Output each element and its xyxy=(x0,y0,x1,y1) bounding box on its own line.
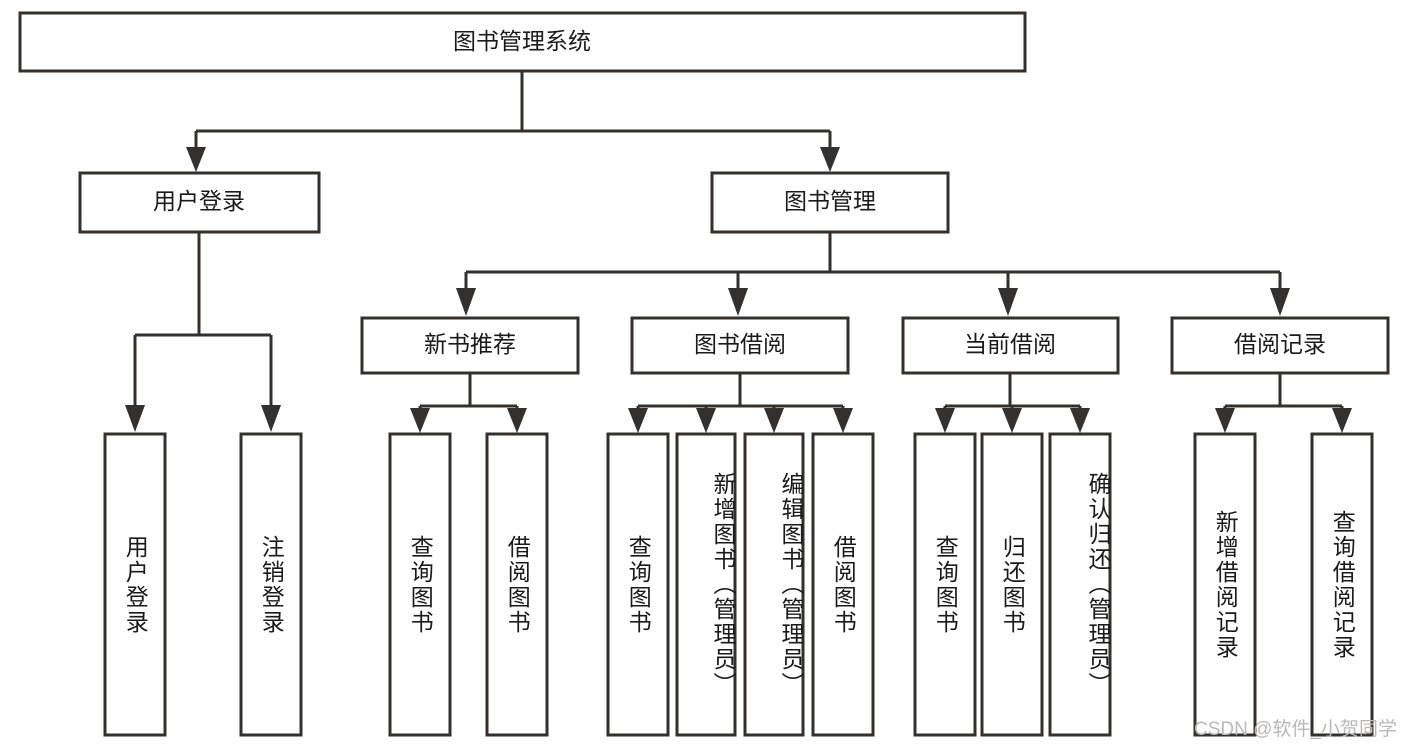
arrow-leaf-user-login-2 xyxy=(261,405,281,432)
arrow-leaf-book-borrow-1 xyxy=(628,408,648,433)
node-new-book-box[interactable] xyxy=(360,316,580,375)
arrow-to-book-borrow xyxy=(728,288,748,316)
leaf-box-user-login-1[interactable] xyxy=(103,432,167,737)
arrow-leaf-current-borrow-3 xyxy=(1070,408,1090,433)
leaf-box-current-borrow-1[interactable] xyxy=(913,432,977,737)
leaf-box-book-borrow-3[interactable] xyxy=(743,432,805,737)
arrow-leaf-current-borrow-2 xyxy=(1002,408,1022,433)
node-book-manage-label: 图书管理 xyxy=(784,188,876,214)
leaf-box-new-book-1[interactable] xyxy=(388,432,452,737)
node-book-borrow-box[interactable] xyxy=(630,316,850,375)
watermark-text: CSDN @软件_小贺同学 xyxy=(1194,719,1397,740)
arrow-to-new-book xyxy=(456,288,476,316)
node-root-box[interactable] xyxy=(18,11,1027,73)
arrow-to-book-manage xyxy=(820,147,840,172)
arrow-leaf-new-book-1 xyxy=(410,408,430,433)
arrow-to-current-borrow xyxy=(998,288,1018,316)
node-borrow-record-label: 借阅记录 xyxy=(1234,331,1326,357)
leaf-box-borrow-record-2[interactable] xyxy=(1310,432,1374,737)
arrow-to-borrow-record xyxy=(1270,288,1290,316)
node-book-manage-box[interactable] xyxy=(710,171,950,234)
leaf-box-book-borrow-1[interactable] xyxy=(606,432,670,737)
node-book-borrow-label: 图书借阅 xyxy=(694,331,786,357)
node-user-login-label: 用户登录 xyxy=(153,188,245,214)
arrow-leaf-borrow-record-2 xyxy=(1332,408,1352,433)
leaf-box-new-book-2[interactable] xyxy=(485,432,549,737)
arrow-leaf-book-borrow-2 xyxy=(696,408,716,433)
node-current-borrow-box[interactable] xyxy=(901,316,1120,375)
arrow-leaf-book-borrow-3 xyxy=(764,408,784,433)
leaf-box-book-borrow-4[interactable] xyxy=(811,432,875,737)
leaf-box-current-borrow-2[interactable] xyxy=(980,432,1044,737)
node-current-borrow-label: 当前借阅 xyxy=(964,331,1056,357)
node-new-book-label: 新书推荐 xyxy=(424,331,516,357)
arrow-leaf-user-login-1 xyxy=(125,405,145,432)
arrow-leaf-borrow-record-1 xyxy=(1215,408,1235,433)
leaf-box-borrow-record-1[interactable] xyxy=(1193,432,1257,737)
leaf-box-book-borrow-2[interactable] xyxy=(675,432,737,737)
arrow-leaf-book-borrow-4 xyxy=(833,408,853,433)
arrow-leaf-current-borrow-1 xyxy=(935,408,955,433)
arrow-leaf-new-book-2 xyxy=(507,408,527,433)
node-root-label: 图书管理系统 xyxy=(453,28,591,54)
leaf-box-user-login-2[interactable] xyxy=(239,432,303,737)
node-borrow-record-box[interactable] xyxy=(1170,316,1390,375)
leaf-box-current-borrow-3[interactable] xyxy=(1048,432,1112,737)
arrow-to-user-login xyxy=(186,147,206,172)
